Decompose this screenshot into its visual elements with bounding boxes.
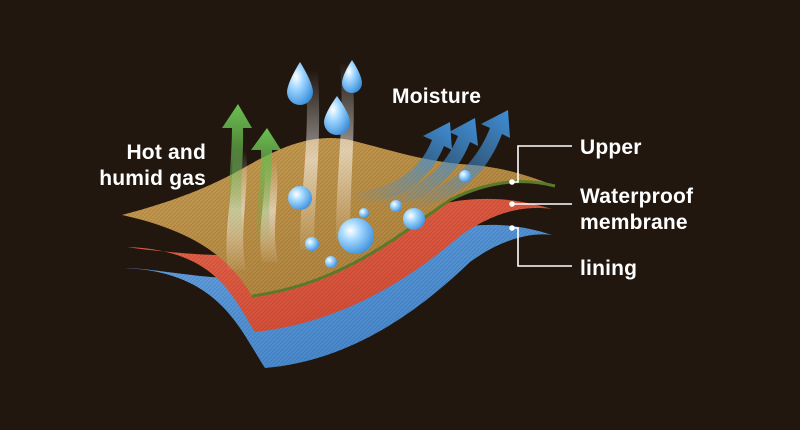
water-drop-icon	[287, 60, 471, 268]
upper-label: Upper	[580, 136, 642, 159]
lining-label: lining	[580, 257, 638, 280]
waterproof-membrane-label: Waterproof membrane	[580, 185, 694, 234]
leader-lines	[509, 145, 572, 267]
hot-gas-label: Hot and humid gas	[99, 141, 206, 190]
moisture-label: Moisture	[392, 85, 482, 108]
green-arrow-icon	[222, 104, 281, 245]
blue-arrow-icon	[355, 110, 510, 210]
